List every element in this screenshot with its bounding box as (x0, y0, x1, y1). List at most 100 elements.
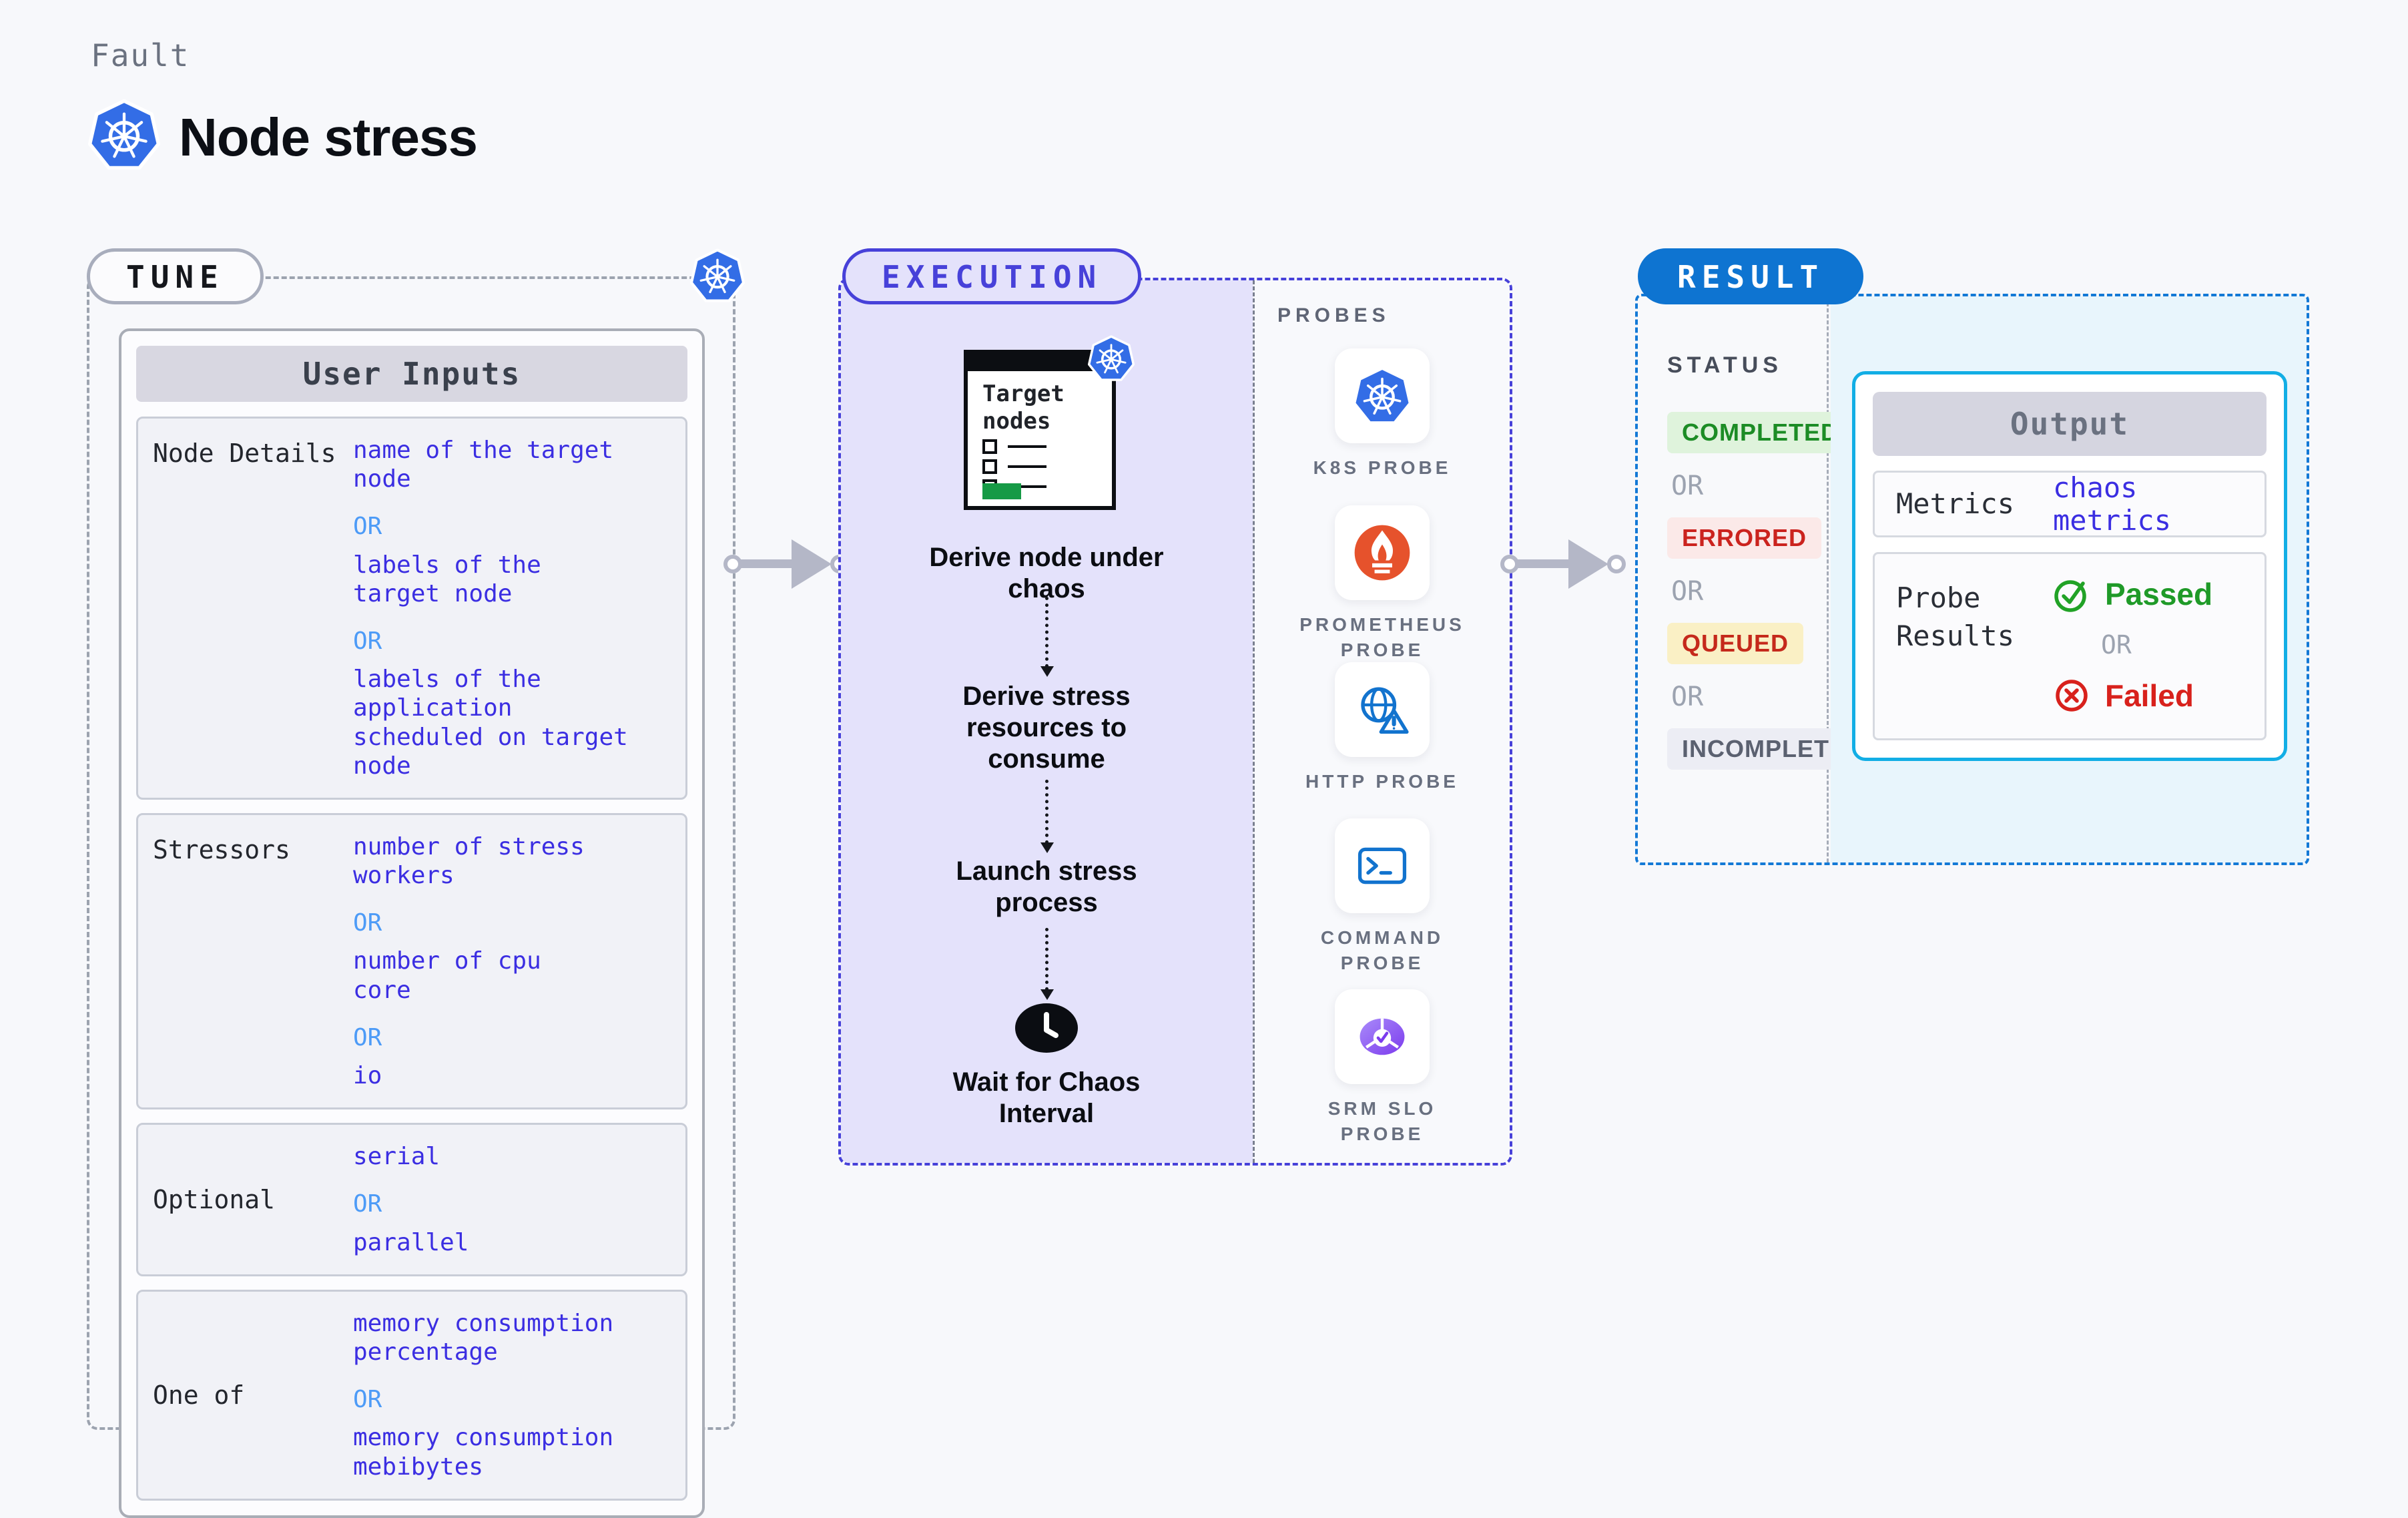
probe-card (1335, 348, 1430, 443)
arrow-shaft (1514, 559, 1572, 568)
or-separator: OR (2101, 630, 2132, 660)
output-panel: Output Metrics chaos metrics Probe Resul… (1831, 296, 2307, 862)
arrow-head (792, 539, 832, 589)
row-values: memory consumption percentage OR memory … (353, 1305, 671, 1485)
table-row-stressors: Stressors number of stress workers OR nu… (136, 812, 687, 1110)
status-panel: STATUS COMPLETED OR ERRORED OR QUEUED OR… (1638, 296, 1879, 862)
arrow-execution-to-result (1500, 534, 1626, 594)
x-circle-icon (2053, 677, 2090, 714)
input-option: memory consumption mebibytes (353, 1424, 614, 1481)
status-badge-errored: ERRORED (1667, 517, 1822, 559)
dotted-arrow-down (1040, 597, 1054, 677)
flow-step-wait-interval: Wait for Chaos Interval (952, 1067, 1141, 1129)
checkbox-icon (982, 439, 997, 454)
or-separator: OR (353, 1386, 382, 1414)
probes-label: PROBES (1277, 304, 1390, 326)
terminal-icon (1353, 836, 1412, 895)
status-badge-completed: COMPLETED (1667, 412, 1854, 453)
probe-card (1335, 662, 1430, 757)
table-row-optional: Optional serial OR parallel (136, 1123, 687, 1276)
connector-dot (1500, 555, 1519, 573)
row-label: Node Details (153, 439, 336, 468)
probe-name: HTTP PROBE (1305, 771, 1459, 792)
tune-badge: TUNE (87, 248, 264, 304)
arrow-head (1040, 842, 1054, 853)
or-separator: OR (353, 513, 382, 541)
list-line (1008, 465, 1046, 468)
prometheus-icon (1353, 523, 1412, 582)
list-line (1008, 445, 1046, 448)
passed-label: Passed (2105, 577, 2213, 611)
kubernetes-icon (1088, 335, 1135, 382)
input-option: serial (353, 1143, 440, 1171)
dotted-arrow-down (1040, 928, 1054, 1000)
table-row-one-of: One of memory consumption percentage OR … (136, 1289, 687, 1501)
row-values: serial OR parallel (353, 1138, 671, 1261)
probe-item-http: HTTP PROBE (1255, 662, 1510, 794)
row-label: One of (153, 1380, 245, 1410)
status-badge-queued: QUEUED (1667, 623, 1804, 664)
flow-step-launch-stress: Launch stress process (956, 856, 1137, 918)
output-card: Output Metrics chaos metrics Probe Resul… (1852, 371, 2287, 761)
probe-results-row: Probe Results Passed OR Failed (1873, 552, 2267, 740)
row-values: name of the target node OR labels of the… (353, 432, 671, 784)
or-separator: OR (1671, 576, 1704, 607)
probes-panel: PROBES K8S PROBE PROMETHEUS PROBE HTTP P… (1253, 280, 1510, 1163)
input-option: name of the target node (353, 437, 614, 493)
probe-name: COMMAND PROBE (1320, 927, 1444, 973)
slo-pie-icon (1353, 1007, 1412, 1066)
or-separator: OR (1671, 471, 1704, 501)
checklist-item (982, 459, 1046, 474)
row-label: Stressors (153, 834, 290, 864)
row-values: number of stress workers OR number of cp… (353, 828, 671, 1094)
failed-label: Failed (2105, 678, 2194, 713)
arrow-tune-to-execution (723, 534, 849, 594)
arrow-head (1568, 539, 1608, 589)
arrow-head (1040, 666, 1054, 677)
input-option: labels of the target node (353, 551, 541, 607)
probe-card (1335, 818, 1430, 913)
probe-results-label: Probe Results (1896, 581, 2015, 652)
metrics-label: Metrics (1896, 487, 2015, 520)
passed-result: Passed (2053, 575, 2212, 613)
check-circle-icon (2053, 575, 2090, 613)
arrow-shaft (737, 559, 796, 568)
failed-result: Failed (2053, 677, 2212, 714)
input-option: memory consumption percentage (353, 1309, 614, 1366)
execution-section: Target nodes Derive node under chaos Der… (838, 278, 1512, 1166)
row-label: Optional (153, 1184, 276, 1214)
http-globe-icon (1353, 680, 1412, 739)
kubernetes-icon (88, 99, 160, 171)
page-title: Node stress (179, 107, 478, 167)
probe-card (1335, 989, 1430, 1084)
probe-item-srm-slo: SRM SLO PROBE (1255, 989, 1510, 1147)
probe-item-k8s: K8S PROBE (1255, 348, 1510, 481)
or-separator: OR (353, 1190, 382, 1218)
input-option: number of cpu core (353, 947, 541, 1004)
chaos-metrics-link[interactable]: chaos metrics (2053, 471, 2172, 537)
result-section: STATUS COMPLETED OR ERRORED OR QUEUED OR… (1635, 294, 2309, 865)
input-option: number of stress workers (353, 832, 585, 890)
probe-card (1335, 505, 1430, 600)
execution-badge: EXECUTION (842, 248, 1142, 304)
execution-flow-panel: Target nodes Derive node under chaos Der… (841, 280, 1253, 1163)
connector-dot (1607, 555, 1626, 573)
checkbox-icon (982, 459, 997, 474)
or-separator: OR (353, 627, 382, 655)
target-nodes-illustration: Target nodes (964, 350, 1116, 510)
fault-eyebrow: Fault (91, 37, 190, 73)
arrow-head (1040, 989, 1054, 1000)
dotted-arrow-down (1040, 780, 1054, 853)
result-badge: RESULT (1638, 248, 1864, 304)
table-header: User Inputs (136, 346, 687, 402)
status-label: STATUS (1667, 352, 1783, 378)
probe-name: K8S PROBE (1313, 457, 1452, 478)
connector-dot (723, 555, 742, 573)
flow-step-derive-stress: Derive stress resources to consume (962, 682, 1131, 774)
table-row-node-details: Node Details name of the target node OR … (136, 417, 687, 800)
probe-item-prometheus: PROMETHEUS PROBE (1255, 505, 1510, 663)
or-separator: OR (353, 1023, 382, 1051)
or-separator: OR (353, 909, 382, 937)
flow-step-derive-node: Derive node under chaos (929, 543, 1164, 604)
